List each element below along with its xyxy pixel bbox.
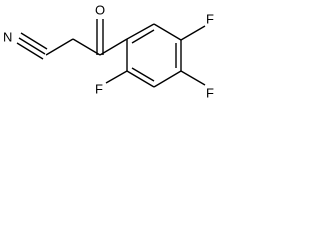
fluorine-bond-bottom-left	[105, 70, 128, 84]
chemical-structure-diagram: N O F F F	[3, 3, 214, 101]
benzene-ring	[126, 23, 182, 88]
fluorine-label-bottom-left: F	[95, 82, 103, 97]
nitrile-triple-bond	[16, 32, 48, 60]
fluorine-bond-top-right	[180, 25, 206, 41]
fluorine-label-right: F	[206, 86, 214, 101]
carbonyl-to-ring-bond	[99, 38, 128, 56]
carbonyl-double-bond	[96, 19, 104, 55]
methylene-to-carbonyl-bond	[72, 38, 101, 56]
fluorine-bond-right	[180, 70, 206, 86]
nitrile-to-methylene-bond	[45, 38, 74, 56]
fluorine-label-top-right: F	[206, 12, 214, 27]
oxygen-label: O	[95, 3, 105, 18]
nitrogen-label: N	[3, 30, 12, 45]
